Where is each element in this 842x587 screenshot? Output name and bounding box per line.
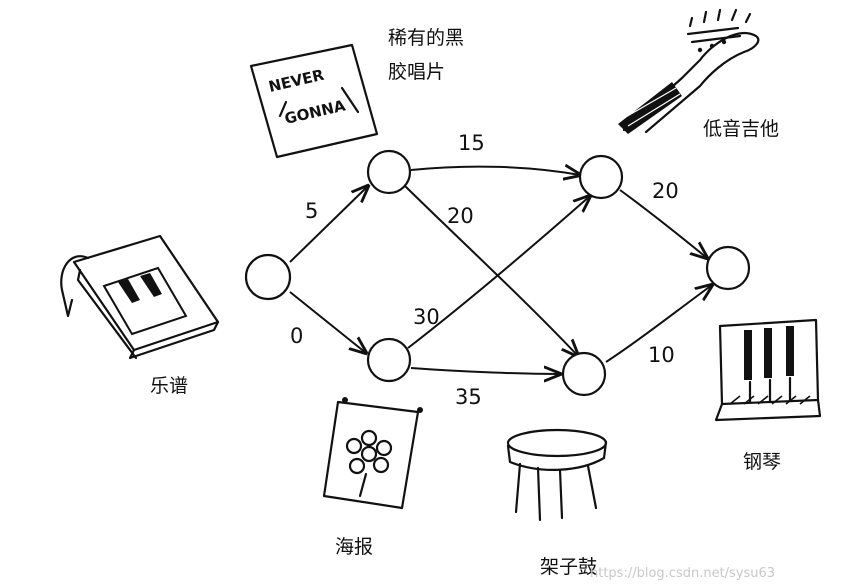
edge-poster-to-guitar [407, 196, 590, 349]
node-sheet-music [244, 253, 292, 301]
weight-music-to-poster: 0 [290, 324, 303, 348]
rare-record-illustration: NEVER GONNA [249, 43, 379, 159]
weight-record-to-guitar: 15 [458, 131, 485, 155]
edge-poster-to-drum [410, 368, 560, 374]
weight-music-to-record: 5 [305, 199, 318, 223]
graph-edges [289, 167, 712, 374]
caption-rare-record-line-1: 稀有的黑 [388, 27, 464, 49]
watermark: https://blog.csdn.net/sysu63 [590, 566, 775, 581]
edge-guitar-to-piano [619, 189, 707, 258]
node-bass-guitar [578, 154, 624, 200]
drum-set-illustration [506, 428, 608, 522]
caption-rare-record-line-2: 胶唱片 [388, 61, 445, 83]
piano-illustration [714, 318, 822, 422]
edge-music-to-record [289, 186, 368, 263]
caption-drum-set: 架子鼓 [540, 556, 597, 578]
caption-piano: 钢琴 [743, 451, 781, 473]
graph-nodes [244, 149, 751, 397]
record-cover-line-2: GONNA [283, 96, 348, 128]
node-rare-record [366, 149, 412, 195]
bass-guitar-illustration [618, 8, 760, 134]
node-piano [705, 245, 751, 291]
caption-bass-guitar: 低音吉他 [703, 118, 779, 140]
edge-weight-labels: 5 0 15 20 30 35 20 10 [290, 131, 679, 409]
sheet-music-illustration [60, 234, 220, 360]
weight-poster-to-guitar: 30 [413, 305, 440, 329]
edge-drum-to-piano [605, 285, 712, 363]
poster-illustration [322, 397, 423, 510]
weight-record-to-drum: 20 [447, 204, 474, 228]
edge-music-to-poster [289, 291, 366, 353]
weight-drum-to-piano: 10 [648, 343, 675, 367]
edge-record-to-drum [404, 185, 578, 356]
captions: 稀有的黑 胶唱片 低音吉他 乐谱 钢琴 海报 架子鼓 [150, 27, 781, 578]
node-drum-set [561, 351, 607, 397]
weight-guitar-to-piano: 20 [652, 179, 679, 203]
edge-record-to-guitar [410, 167, 580, 175]
caption-sheet-music: 乐谱 [150, 375, 188, 397]
record-cover-line-1: NEVER [267, 66, 326, 96]
node-poster [366, 337, 412, 383]
weight-poster-to-drum: 35 [455, 385, 482, 409]
caption-poster: 海报 [335, 536, 373, 558]
